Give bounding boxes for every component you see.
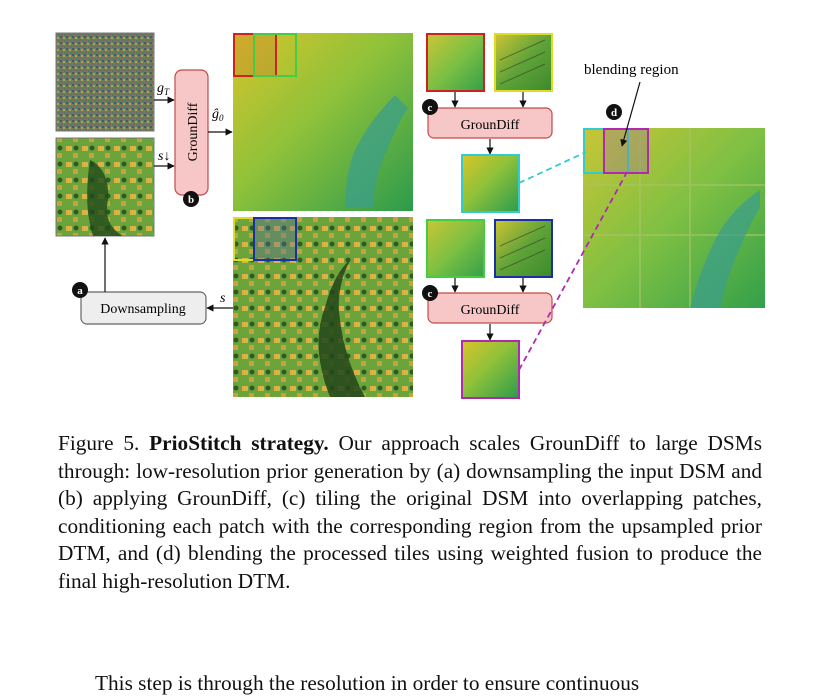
tile-output-cyan (462, 155, 519, 212)
noise-image (56, 33, 154, 131)
caption-body: Our approach scales GrounDiff to large D… (58, 431, 762, 593)
tile-output-magenta (462, 341, 519, 398)
downsampling-label: Downsampling (100, 302, 186, 317)
final-patch-magenta (604, 129, 648, 173)
caption-prefix: Figure 5. (58, 431, 139, 455)
label-s-down: s↓ (158, 149, 170, 164)
groundiff-vertical-label: GrounDiff (186, 102, 201, 161)
groundiff-top-label: GrounDiff (461, 118, 520, 133)
priostitch-figure: gT s↓ GrounDiff b ĝ0 s Downsampling a Gr… (0, 0, 819, 420)
caption-title: PrioStitch strategy. (149, 431, 329, 455)
marker-c-top-label: c (428, 102, 433, 114)
label-g-t: gT (157, 81, 170, 97)
figure-caption: Figure 5. PrioStitch strategy. Our appro… (58, 430, 762, 596)
label-g-hat: ĝ0 (212, 107, 224, 123)
tile-prior-red (427, 34, 484, 91)
next-paragraph-line: This step is through the resolution in o… (95, 670, 639, 697)
tile-prior-green (427, 220, 484, 277)
blending-region-label: blending region (584, 62, 679, 78)
dsm-patch-blue (254, 218, 296, 260)
marker-c-bottom-label: c (428, 288, 433, 300)
marker-a-label: a (77, 285, 83, 297)
marker-d-label: d (611, 107, 617, 119)
groundiff-bottom-label: GrounDiff (461, 303, 520, 318)
label-s: s (220, 291, 226, 306)
marker-b-label: b (188, 194, 194, 206)
connector-cyan (519, 152, 586, 183)
